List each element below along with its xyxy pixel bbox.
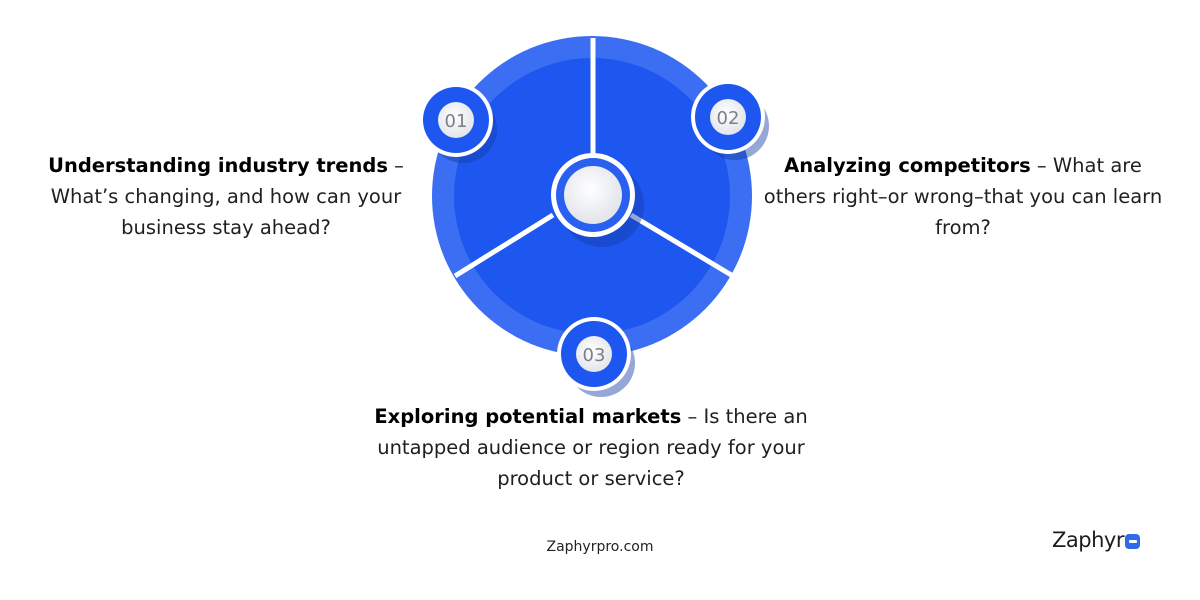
divider-left bbox=[453, 212, 555, 279]
item-03-description: Is there an untapped audience or region … bbox=[377, 405, 808, 490]
center-hub-core bbox=[564, 166, 622, 224]
badge-02-number: 02 bbox=[717, 108, 740, 129]
item-02-description: What are others right–or wrong–that you … bbox=[763, 154, 1163, 239]
badge-01-number: 01 bbox=[445, 111, 468, 132]
zaphyr-logo-mark-icon bbox=[1124, 534, 1140, 549]
item-01-description: What’s changing, and how can your busine… bbox=[50, 185, 402, 239]
badge-03-number: 03 bbox=[583, 345, 606, 366]
zaphyr-logo: Zaphyr bbox=[1052, 526, 1140, 554]
badge-03: 03 bbox=[557, 317, 635, 397]
badge-01: 01 bbox=[419, 83, 497, 163]
item-02-separator: – bbox=[1030, 154, 1053, 177]
item-01-text: Understanding industry trends – What’s c… bbox=[30, 150, 422, 243]
footer-url: Zaphyrpro.com bbox=[546, 539, 654, 555]
item-01-separator: – bbox=[387, 154, 404, 177]
item-03-text: Exploring potential markets – Is there a… bbox=[360, 401, 822, 494]
item-03-title: Exploring potential markets bbox=[374, 405, 682, 428]
badge-01-core bbox=[438, 102, 474, 138]
badge-02-core bbox=[710, 99, 746, 135]
item-03-separator: – bbox=[681, 405, 704, 428]
divider-right bbox=[629, 212, 735, 279]
item-01-title: Understanding industry trends bbox=[48, 154, 388, 177]
segment-dividers bbox=[453, 38, 735, 279]
item-02-text: Analyzing competitors – What are others … bbox=[762, 150, 1164, 243]
logo-text: Zaphyr bbox=[1052, 528, 1124, 552]
badge-02: 02 bbox=[691, 80, 769, 160]
badge-03-core bbox=[576, 336, 612, 372]
item-02-title: Analyzing competitors bbox=[784, 154, 1031, 177]
